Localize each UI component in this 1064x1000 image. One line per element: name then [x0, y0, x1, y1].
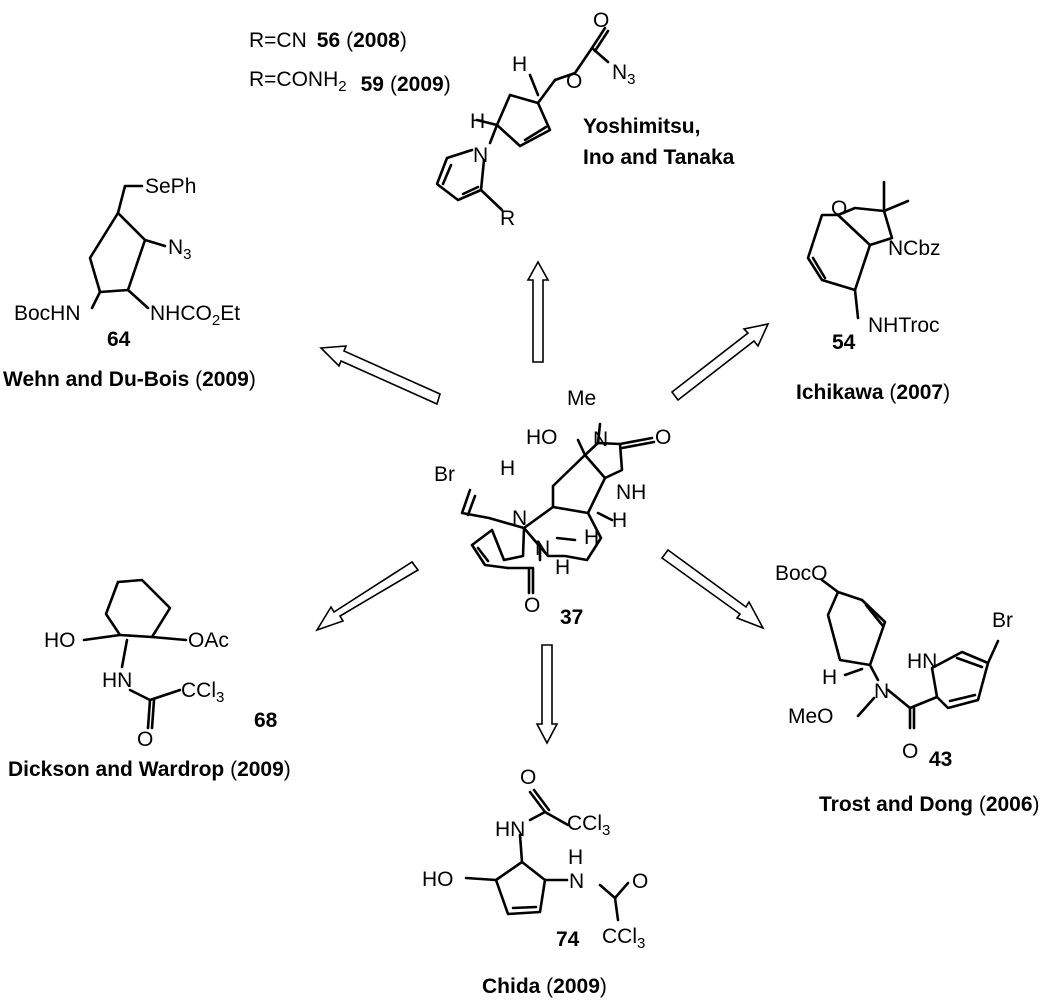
trost-o: O [902, 740, 918, 763]
compound-68: HO OAc HN CCl3 O 68 Dickson and Wardrop … [8, 578, 291, 781]
wehn-bochn: BocHN [14, 302, 81, 325]
trost-n: N [874, 680, 889, 703]
retro-arrows [315, 260, 770, 745]
trost-citation: Trost and Dong (2006) [819, 793, 1040, 816]
chida-citation: Chida (2009) [482, 975, 607, 998]
arrow-upper-right [670, 322, 770, 402]
wehn-citation: Wehn and Du-Bois (2009) [3, 368, 256, 391]
yoshimitsu-n-pyrrole: N [473, 144, 488, 167]
arrow-upper-left [319, 345, 441, 406]
dickson-citation: Dickson and Wardrop (2009) [8, 758, 291, 781]
yoshimitsu-r: R [500, 207, 515, 230]
ichikawa-ncbz: NCbz [888, 237, 941, 260]
chida-h2: H [568, 846, 583, 869]
center-o-amide: O [524, 594, 540, 617]
chida-o1: O [520, 766, 536, 789]
yoshimitsu-n3: N3 [612, 61, 636, 88]
center-o-urea: O [655, 426, 671, 449]
wehn-nhco2et: NHCO2Et [150, 302, 240, 329]
wehn-n3: N3 [168, 236, 192, 263]
arrow-lower-left [315, 560, 420, 632]
dickson-ccl3: CCl3 [181, 679, 224, 706]
yoshimitsu-o-ester: O [566, 70, 582, 93]
center-h2: H [612, 509, 627, 532]
center-n-amide: N [535, 537, 550, 560]
arrow-down [535, 644, 559, 745]
chida-compound-number: 74 [556, 928, 580, 951]
chida-hn: HN [495, 818, 525, 841]
yoshimitsu-authors-line1: Yoshimitsu, [583, 115, 700, 138]
trost-boco: BocO [775, 562, 828, 585]
center-br: Br [434, 463, 455, 486]
trost-h: H [822, 666, 837, 689]
compound-43: BocO Br HN H N MeO O 43 Trost and Dong (… [775, 562, 1040, 816]
compound-54: O NCbz NHTroc 54 Ichikawa (2007) [796, 180, 950, 404]
dickson-o: O [137, 728, 153, 751]
center-h-amide: H [555, 556, 570, 579]
center-h1: H [500, 457, 515, 480]
ichikawa-o: O [831, 197, 847, 220]
wehn-seph: SePh [145, 175, 196, 198]
center-n-pyrrole: N [512, 507, 527, 530]
chida-o2: O [632, 870, 648, 893]
chida-ccl3-top: CCl3 [567, 812, 610, 839]
compound-37: Br Me HO N O NH H H H N N H O 37 [434, 387, 671, 629]
dickson-oac: OAc [188, 629, 229, 652]
dickson-ho: HO [44, 629, 76, 652]
dickson-hn: HN [102, 669, 132, 692]
yoshimitsu-o-carbonyl: O [593, 9, 609, 32]
trost-hn: HN [907, 650, 937, 673]
ichikawa-nhtroc: NHTroc [868, 314, 940, 337]
yoshimitsu-h-bottom: H [470, 110, 485, 133]
center-ho: HO [526, 426, 558, 449]
center-h3: H [584, 526, 599, 549]
chida-ho: HO [422, 868, 454, 891]
chida-n2: N [569, 870, 584, 893]
trost-meo: MeO [788, 705, 834, 728]
arrow-lower-right [660, 548, 765, 630]
trost-compound-number: 43 [929, 748, 952, 771]
yoshimitsu-authors-line2: Ino and Tanaka [583, 146, 735, 169]
chida-ccl3-bottom: CCl3 [602, 925, 645, 952]
ichikawa-citation: Ichikawa (2007) [796, 381, 950, 404]
yoshimitsu-h-top: H [512, 53, 527, 76]
compound-64: SePh N3 BocHN NHCO2Et 64 Wehn and Du-Boi… [3, 175, 256, 391]
arrow-up [526, 260, 550, 363]
center-n-methyl: N [593, 428, 608, 451]
center-compound-number: 37 [560, 606, 583, 629]
ichikawa-compound-number: 54 [832, 331, 856, 354]
dickson-compound-number: 68 [254, 709, 278, 732]
center-nh: NH [616, 481, 646, 504]
yoshimitsu-r2: R=CONH25659(2009) [249, 68, 451, 96]
center-me: Me [567, 387, 596, 410]
compound-74: O HN CCl3 HO H N O CCl3 74 Chida (2009) [422, 766, 648, 998]
wehn-compound-number: 64 [107, 328, 131, 351]
trost-br: Br [992, 609, 1013, 632]
